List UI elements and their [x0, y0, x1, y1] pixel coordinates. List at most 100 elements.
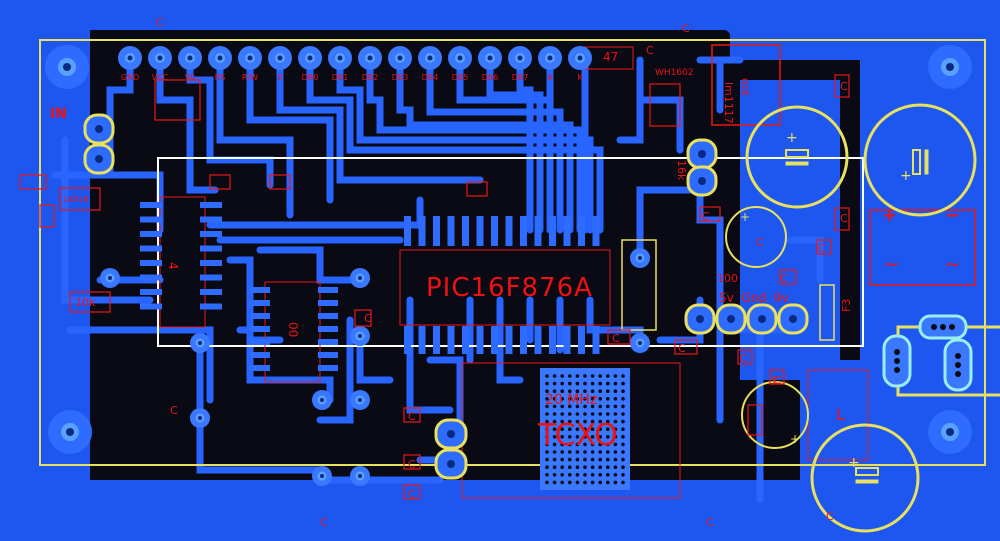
inductor-label: L — [836, 405, 845, 424]
tcxo-pad — [540, 368, 630, 490]
header-pin — [328, 46, 352, 70]
via — [350, 326, 370, 346]
header-pin — [478, 46, 502, 70]
fuse-label: F3 — [840, 298, 853, 312]
resistor-100-label: 100 — [717, 272, 738, 285]
header-pin-label: DB5 — [451, 73, 469, 82]
cap-label: C — [408, 410, 416, 423]
cap-label: C — [740, 352, 748, 365]
cap-marks — [785, 149, 929, 484]
cap1-plus-label: + — [786, 130, 798, 146]
header-pin — [448, 46, 472, 70]
header-pin — [388, 46, 412, 70]
cap-label: C — [840, 80, 848, 93]
cap3-plus-label: + — [740, 210, 751, 224]
oscillator-freq-label: 20 MHz — [545, 392, 598, 408]
header-pin-label: DB2 — [361, 73, 379, 82]
traces — [51, 54, 824, 504]
cap-label: C — [826, 510, 834, 523]
via — [630, 248, 650, 268]
vias — [100, 248, 650, 486]
regulator-out-label: out — [739, 78, 752, 97]
header-pin — [208, 46, 232, 70]
via — [350, 268, 370, 288]
via — [312, 390, 332, 410]
header-pin-label: V0 — [184, 73, 196, 82]
header-pin-label: DB7 — [511, 73, 529, 82]
header-pin — [538, 46, 562, 70]
cap4-plus-label: + — [790, 432, 801, 446]
via — [350, 466, 370, 486]
via — [350, 390, 370, 410]
header-pin-label: DB0 — [301, 73, 319, 82]
cap2-plus-label: + — [900, 168, 912, 184]
cap-label: C — [646, 44, 654, 57]
connector-pads — [83, 113, 809, 480]
bridge-ac1-label: ~ — [883, 252, 900, 276]
bridge-ac2-label: ~ — [944, 252, 961, 276]
header-pin-label: R/W — [241, 73, 259, 82]
header-pin-label: DB3 — [391, 73, 409, 82]
via — [312, 466, 332, 486]
header-pin — [118, 46, 142, 70]
header-pin — [358, 46, 382, 70]
cap-label: C — [780, 272, 788, 285]
cap-label: C — [320, 516, 328, 529]
header-pin — [568, 46, 592, 70]
via — [190, 333, 210, 353]
u00-ic-pads — [250, 287, 338, 371]
header-pin-label: GND — [120, 73, 140, 82]
supply-pins-label: 5v Gnd 9v — [719, 291, 789, 305]
smd-parts — [19, 74, 850, 500]
header-pin-label: DB4 — [421, 73, 439, 82]
ic-u4-label: 4 — [166, 262, 180, 270]
small-regulator-label: LV018 — [64, 195, 89, 204]
cap-label: C — [774, 374, 782, 387]
lcd-module-label: WH1602 — [655, 68, 694, 78]
via — [190, 408, 210, 428]
header-pin-label: K — [577, 73, 583, 82]
cap-label: C — [756, 236, 764, 249]
header-pin-label: RS — [214, 73, 226, 82]
cap-label: C — [772, 374, 780, 387]
header-pin-label: DB6 — [481, 73, 499, 82]
input-label: IN — [50, 106, 67, 122]
header-pin — [298, 46, 322, 70]
lcd-header — [118, 46, 592, 70]
header-pin-label: DB1 — [331, 73, 349, 82]
header-pin — [268, 46, 292, 70]
cap-label: C — [364, 312, 372, 325]
header-pin-label: VCC — [151, 73, 169, 82]
resistor-16k-label: 16k — [675, 160, 688, 181]
header-pin — [178, 46, 202, 70]
cap-label: C — [840, 212, 848, 225]
cap-label: C — [818, 242, 826, 255]
cap-label: C — [678, 342, 686, 355]
regulator-label: lm1117 — [722, 82, 735, 124]
header-pin — [148, 46, 172, 70]
ic-u00-label: 00 — [286, 322, 300, 338]
resistor-47-label: 47 — [603, 50, 619, 64]
cap5-plus-label: + — [848, 455, 860, 471]
pic-ic-pads — [404, 216, 600, 354]
cap-label: C — [170, 404, 178, 417]
header-pin-label: E — [277, 73, 283, 82]
cap-label: C — [612, 332, 620, 345]
cap-label: C — [682, 22, 690, 35]
header-pin — [238, 46, 262, 70]
bridge-minus-label: − — [945, 205, 961, 226]
via — [630, 333, 650, 353]
cap-label: C — [702, 210, 710, 223]
oscillator-label: TCXO — [538, 418, 618, 453]
main-ic-label: PIC16F876A — [426, 273, 593, 303]
header-pin — [508, 46, 532, 70]
resistor-10k-label: 10k — [75, 296, 96, 309]
via — [100, 268, 120, 288]
bridge-plus-label: + — [882, 205, 898, 226]
cap-label: C — [408, 458, 416, 471]
cap-label: C — [408, 488, 416, 501]
mounting-holes — [45, 45, 972, 454]
cap-label: C — [706, 516, 714, 529]
